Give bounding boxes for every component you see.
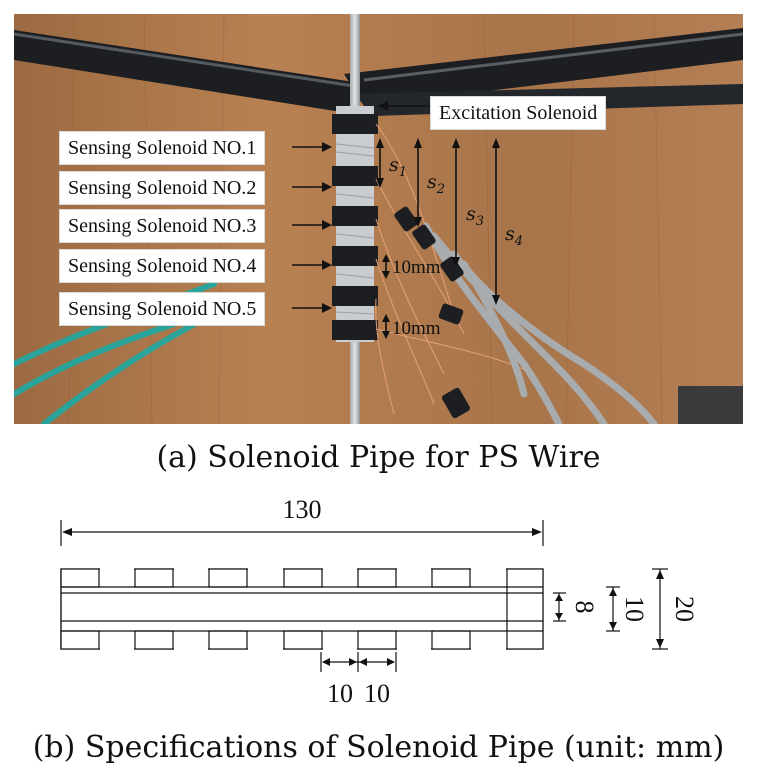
gap-labels: 10mm 10mm	[392, 257, 441, 339]
inner-dim-label: 8	[570, 601, 599, 614]
s1-label: s1	[389, 154, 407, 180]
caption-a: (a) Solenoid Pipe for PS Wire	[156, 440, 601, 475]
coil-wraps	[332, 114, 378, 340]
spacing-label-a: 10	[327, 679, 353, 708]
spacing-arrowheads	[322, 658, 395, 666]
coil-leads	[375, 123, 535, 415]
solenoid-photo: s1 s2 s3 s4 10mm 10mm	[14, 14, 743, 424]
pipe-gaps	[100, 568, 506, 650]
gap-label-2: 10mm	[392, 318, 441, 339]
mid-dim-label: 10	[620, 596, 649, 622]
distance-arrowheads	[376, 138, 500, 339]
sensing-solenoid-label-3: Sensing Solenoid NO.3	[59, 209, 266, 243]
dark-box	[678, 386, 743, 424]
s2-label: s2	[427, 171, 445, 197]
spacing-label-b: 10	[364, 679, 390, 708]
callout-arrowheads	[322, 101, 388, 313]
total-length-label: 130	[283, 495, 322, 524]
s3-label: s3	[466, 203, 484, 229]
sensing-solenoid-label-4: Sensing Solenoid NO.4	[59, 249, 266, 283]
spacing-dimension	[320, 652, 397, 672]
sensing-solenoid-label-1: Sensing Solenoid NO.1	[59, 131, 266, 165]
height-arrowheads	[555, 570, 664, 648]
caption-b: (b) Specifications of Solenoid Pipe (uni…	[32, 730, 725, 765]
solenoid-pipe-drawing: 130 10 10 8 10 20	[60, 495, 699, 708]
length-dimension	[60, 520, 544, 546]
pipe-texture	[335, 143, 375, 315]
s4-label: s4	[505, 223, 523, 249]
gap-label-1: 10mm	[392, 257, 441, 278]
outer-dim-label: 20	[670, 596, 699, 622]
pipe-wall-lines	[60, 569, 543, 649]
excitation-solenoid-label: Excitation Solenoid	[430, 96, 607, 130]
sensing-solenoid-label-2: Sensing Solenoid NO.2	[59, 171, 266, 205]
connector-plugs	[394, 206, 471, 419]
photo-scene: s1 s2 s3 s4 10mm 10mm	[14, 14, 743, 424]
distance-labels: s1 s2 s3 s4	[389, 154, 523, 249]
sensing-solenoid-label-5: Sensing Solenoid NO.5	[59, 292, 266, 326]
length-arrowheads	[62, 528, 542, 536]
